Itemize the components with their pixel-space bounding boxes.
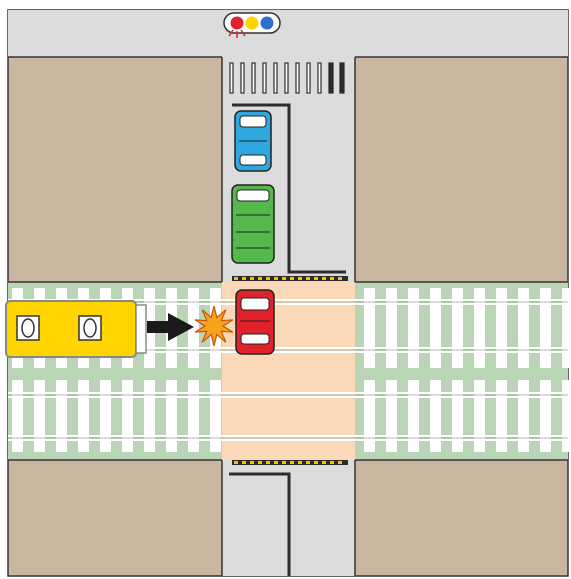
stop-line-stripe bbox=[266, 277, 270, 280]
track-sleeper bbox=[408, 288, 419, 368]
stop-line-stripe bbox=[298, 277, 302, 280]
train bbox=[5, 300, 147, 358]
train-window-right bbox=[78, 315, 102, 341]
stop-line-stripe bbox=[314, 277, 318, 280]
lane-divider-upper bbox=[232, 103, 346, 274]
crosswalk-stripe bbox=[306, 62, 311, 94]
block-outlines bbox=[8, 56, 568, 576]
signal-red-lamp bbox=[230, 16, 244, 30]
track-sleeper bbox=[364, 380, 375, 452]
blue-car bbox=[234, 110, 272, 172]
train-coupler bbox=[135, 304, 147, 354]
train-window-left bbox=[16, 315, 40, 341]
stop-line-stripe bbox=[282, 277, 286, 280]
green-car-windshield bbox=[236, 189, 270, 202]
track-sleeper bbox=[452, 288, 463, 368]
stop-line-stripe bbox=[234, 461, 238, 464]
stop-line-stripe bbox=[274, 461, 278, 464]
blue-car-windshield bbox=[239, 115, 267, 128]
track-sleeper bbox=[188, 288, 199, 368]
track-sleeper bbox=[496, 288, 507, 368]
stop-line-top bbox=[232, 276, 348, 281]
collision-burst-icon bbox=[194, 305, 234, 347]
stop-line-stripe bbox=[298, 461, 302, 464]
signal-yellow-lamp bbox=[245, 16, 259, 30]
green-car bbox=[231, 184, 275, 264]
crosswalk-stripe bbox=[295, 62, 300, 94]
stop-line-stripe bbox=[330, 461, 334, 464]
red-car-rear-window bbox=[240, 333, 270, 345]
crosswalk-stripe bbox=[328, 62, 334, 94]
track-sleeper bbox=[12, 380, 23, 452]
crosswalk-stripe bbox=[251, 62, 256, 94]
crosswalk-stripe bbox=[284, 62, 289, 94]
track-sleeper bbox=[144, 380, 155, 452]
crosswalk-stripe bbox=[339, 62, 345, 94]
stop-line-stripe bbox=[330, 277, 334, 280]
stop-line-stripe bbox=[322, 461, 326, 464]
signal-blue-lamp bbox=[260, 16, 274, 30]
red-car bbox=[235, 289, 275, 355]
crosswalk-stripe bbox=[262, 62, 267, 94]
track-sleeper bbox=[518, 380, 529, 452]
lane-divider-lower bbox=[229, 472, 291, 576]
stop-line-stripe bbox=[242, 277, 246, 280]
track-sleeper bbox=[166, 380, 177, 452]
track-sleeper bbox=[122, 380, 133, 452]
track-sleeper bbox=[452, 380, 463, 452]
track-sleeper bbox=[210, 380, 221, 452]
track-sleeper bbox=[474, 380, 485, 452]
stop-line-stripe bbox=[258, 277, 262, 280]
track-sleeper bbox=[78, 380, 89, 452]
track-sleeper bbox=[188, 380, 199, 452]
crosswalk-stripe bbox=[229, 62, 234, 94]
stop-line-stripe bbox=[290, 461, 294, 464]
stop-line-stripe bbox=[314, 461, 318, 464]
track-sleeper bbox=[518, 288, 529, 368]
track-sleeper bbox=[540, 288, 551, 368]
track-sleeper bbox=[100, 380, 111, 452]
track-sleeper bbox=[496, 380, 507, 452]
stop-line-stripe bbox=[250, 461, 254, 464]
red-car-windshield bbox=[240, 297, 270, 311]
track-sleeper bbox=[540, 380, 551, 452]
track-sleeper bbox=[430, 380, 441, 452]
blue-car-rear-window bbox=[239, 154, 267, 166]
track-sleeper bbox=[56, 380, 67, 452]
track-sleeper bbox=[474, 288, 485, 368]
top-cross-road bbox=[8, 10, 568, 57]
pedestrian-crossing bbox=[229, 62, 345, 94]
stop-line-stripe bbox=[258, 461, 262, 464]
stop-line-stripe bbox=[250, 277, 254, 280]
stop-line-stripe bbox=[266, 461, 270, 464]
stop-line-stripe bbox=[306, 277, 310, 280]
signal-red-glow-icon bbox=[228, 29, 246, 38]
track-sleeper bbox=[562, 288, 571, 368]
stop-line-stripe bbox=[338, 461, 342, 464]
traffic-signal-icon bbox=[223, 12, 281, 38]
track-sleeper bbox=[34, 380, 45, 452]
track-sleeper bbox=[562, 380, 571, 452]
stop-line-stripe bbox=[322, 277, 326, 280]
track-sleeper bbox=[364, 288, 375, 368]
green-car-body bbox=[231, 184, 275, 264]
stop-line-stripe bbox=[234, 277, 238, 280]
crosswalk-stripe bbox=[273, 62, 278, 94]
stop-line-stripe bbox=[282, 461, 286, 464]
track-sleeper bbox=[408, 380, 419, 452]
stop-line-stripe bbox=[290, 277, 294, 280]
right-arrow-icon bbox=[147, 313, 194, 341]
stop-line-stripe bbox=[274, 277, 278, 280]
crosswalk-stripe bbox=[240, 62, 245, 94]
crosswalk-stripe bbox=[317, 62, 322, 94]
track-sleeper bbox=[430, 288, 441, 368]
stop-line-stripe bbox=[338, 277, 342, 280]
stop-line-bottom bbox=[232, 460, 348, 465]
stop-line-stripe bbox=[242, 461, 246, 464]
track-sleeper bbox=[386, 380, 397, 452]
track-sleeper bbox=[386, 288, 397, 368]
stop-line-stripe bbox=[306, 461, 310, 464]
